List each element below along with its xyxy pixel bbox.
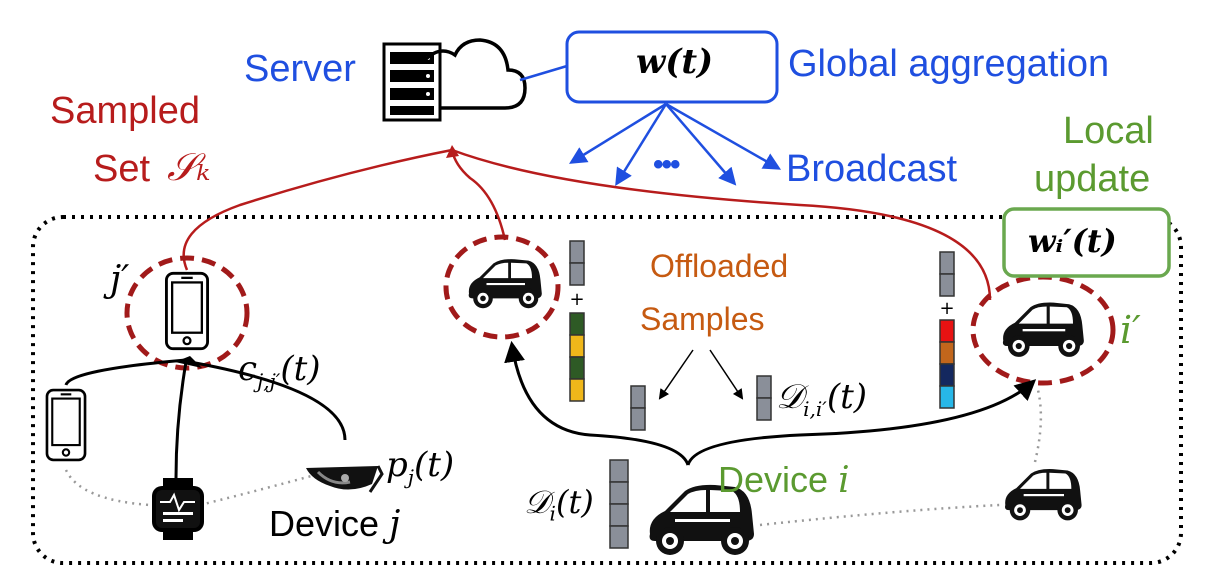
link-capacity-arg: (t) xyxy=(280,349,321,389)
local-data-symbol: 𝒟 xyxy=(524,483,550,521)
processing-capacity-label: pj(t) xyxy=(386,448,454,487)
offloaded-label-line1: Offloaded xyxy=(650,248,789,284)
global-model-label: w(t) xyxy=(636,42,714,82)
local-model-box xyxy=(1002,207,1171,278)
broadcast-ellipsis: ••• xyxy=(653,148,680,181)
offload-data-label: 𝒟i,i′(t) xyxy=(776,380,867,419)
sampled-device-jprime xyxy=(124,255,250,371)
car-icon xyxy=(468,259,542,309)
link-capacity-sub: j,j′ xyxy=(257,368,281,393)
data-stack-iprime: + xyxy=(939,251,955,409)
smartphone-icon-left xyxy=(45,388,87,462)
cloud-icon xyxy=(423,38,527,110)
neighbor-links xyxy=(64,389,1043,527)
device-j-symbol: j xyxy=(389,504,401,545)
upload-paths xyxy=(182,148,992,301)
svg-text:+: + xyxy=(569,289,584,310)
link-capacity-symbol: c xyxy=(238,349,258,389)
offloaded-label-line2: Samples xyxy=(640,301,765,337)
global-aggregation-label: Global aggregation xyxy=(788,43,1110,85)
device-i-label: Device i xyxy=(718,462,850,499)
offload-paths xyxy=(504,340,1037,466)
offload-data-arg: (t) xyxy=(826,377,868,417)
local-data-arg: (t) xyxy=(555,483,594,521)
edge-network-boundary xyxy=(31,215,1183,565)
sampled-set-label-line1: Sampled xyxy=(50,90,200,132)
offloaded-blocks xyxy=(630,375,772,431)
offload-data-sub: i,i′ xyxy=(803,396,827,421)
car-icon-far-right xyxy=(1005,468,1082,521)
jprime-label: j′ xyxy=(110,259,130,300)
d2d-links xyxy=(64,358,347,479)
data-stack-car: + xyxy=(569,240,585,402)
server-link xyxy=(519,64,568,82)
device-i-word: Device xyxy=(718,459,829,500)
upload-arrowhead xyxy=(446,145,459,158)
processing-sub: j xyxy=(407,464,414,489)
broadcast-arrows xyxy=(569,102,782,186)
server-rack-icon xyxy=(382,42,442,122)
svg-text:+: + xyxy=(939,298,954,319)
link-capacity-label: cj,j′(t) xyxy=(238,352,321,391)
smartphone-icon xyxy=(164,271,210,351)
sampled-device-car xyxy=(443,234,561,340)
local-data-stack xyxy=(609,459,629,549)
processing-symbol: p xyxy=(386,445,408,485)
local-data-sub: i xyxy=(549,501,556,526)
processing-arg: (t) xyxy=(413,445,455,485)
local-data-label: 𝒟i(t) xyxy=(524,486,594,523)
broadcast-label: Broadcast xyxy=(786,148,958,190)
device-i-symbol: i xyxy=(838,460,850,501)
sampled-set-symbol: 𝒮ₖ xyxy=(167,145,211,189)
local-model-label: wᵢ′(t) xyxy=(1028,222,1117,260)
smart-glasses-icon xyxy=(306,465,384,493)
offload-data-symbol: 𝒟 xyxy=(776,377,804,417)
smartwatch-icon xyxy=(152,478,204,540)
device-j-word: Device xyxy=(269,503,380,544)
d2d-hub xyxy=(175,356,202,368)
device-j-label: Device j xyxy=(269,506,400,543)
local-update-line1: Local xyxy=(1063,110,1154,152)
server-label: Server xyxy=(244,48,356,90)
iprime-label: i′ xyxy=(1120,308,1141,352)
car-icon-iprime xyxy=(1002,302,1084,357)
offloaded-pointers xyxy=(658,349,744,400)
local-update-line2: update xyxy=(1034,158,1151,200)
global-model-box xyxy=(565,30,779,104)
sampled-set-label-line2: Set xyxy=(93,148,151,190)
